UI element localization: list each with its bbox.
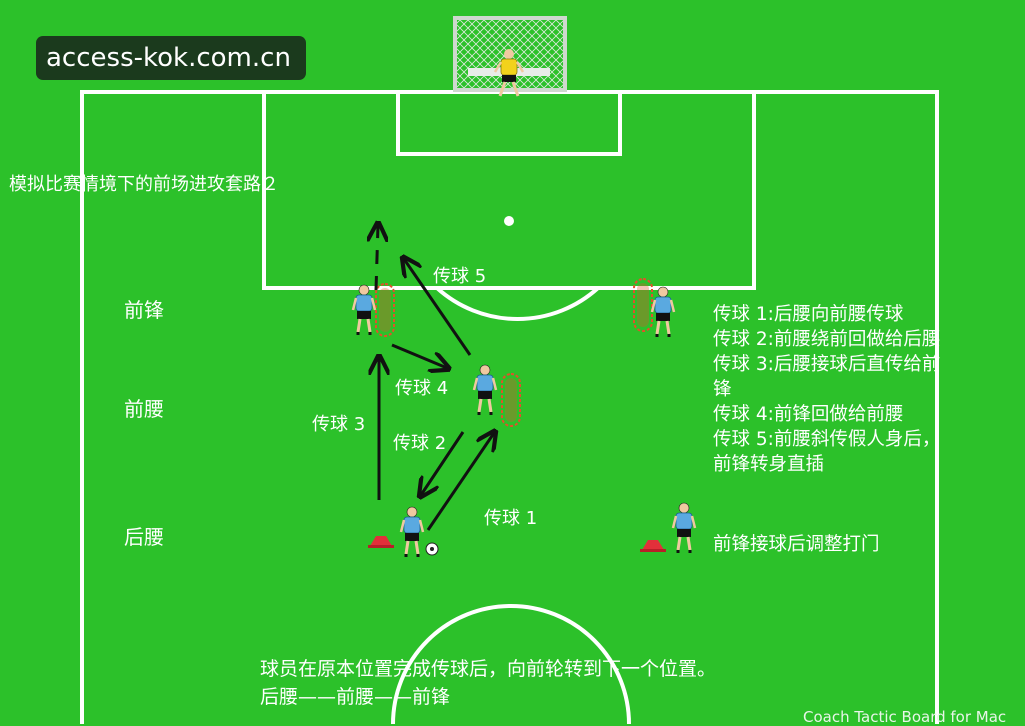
legend-item: 传球 1:后腰向前腰传球 xyxy=(713,304,904,325)
pass-label-2: 传球 2 xyxy=(393,433,447,454)
watermark: access-kok.com.cn xyxy=(36,36,306,80)
legend-finish: 前锋接球后调整打门 xyxy=(713,534,880,555)
pass-5-arrow xyxy=(404,259,472,356)
pass-2-arrow xyxy=(421,431,465,495)
footer-line-1: 球员在原本位置完成传球后，向前轮转到下一个位置。 xyxy=(260,658,717,680)
footer-note: 球员在原本位置完成传球后，向前轮转到下一个位置。 后腰——前腰——前锋 xyxy=(260,655,716,711)
pass-legend: 传球 1:后腰向前腰传球 传球 2:前腰绕前回做给后腰 传球 3:后腰接球后直传… xyxy=(713,302,953,477)
goalkeeper-icon xyxy=(493,49,525,97)
pass-label-1: 传球 1 xyxy=(484,508,538,529)
legend-item: 传球 4:前锋回做给前腰 xyxy=(713,404,904,425)
app-credit: Coach Tactic Board for Mac xyxy=(803,708,1007,726)
diagram-title: 模拟比赛情境下的前场进攻套路２ xyxy=(9,174,279,195)
center-circle xyxy=(391,604,631,724)
pass-label-5: 传球 5 xyxy=(433,266,487,287)
legend-item: 传球 2:前腰绕前回做给后腰 xyxy=(713,329,941,350)
pass-label-3: 传球 3 xyxy=(312,414,366,435)
forward-run-arrow xyxy=(376,225,378,291)
ball-icon xyxy=(425,542,439,556)
penalty-spot xyxy=(504,216,514,226)
pass-label-4: 传球 4 xyxy=(395,378,449,399)
penalty-arc xyxy=(435,286,600,322)
pass-4-arrow xyxy=(391,343,447,368)
pass-arrows xyxy=(376,225,494,531)
row-label-forward: 前锋 xyxy=(124,298,164,322)
row-label-attacking-mid: 前腰 xyxy=(124,397,164,421)
legend-item: 传球 3:后腰接球后直传给前锋 xyxy=(713,354,941,400)
footer-line-2: 后腰——前腰——前锋 xyxy=(260,686,451,708)
pass-1-arrow xyxy=(426,433,494,531)
row-label-defensive-mid: 后腰 xyxy=(124,525,164,549)
legend-item: 传球 5:前腰斜传假人身后，前锋转身直插 xyxy=(713,429,941,475)
